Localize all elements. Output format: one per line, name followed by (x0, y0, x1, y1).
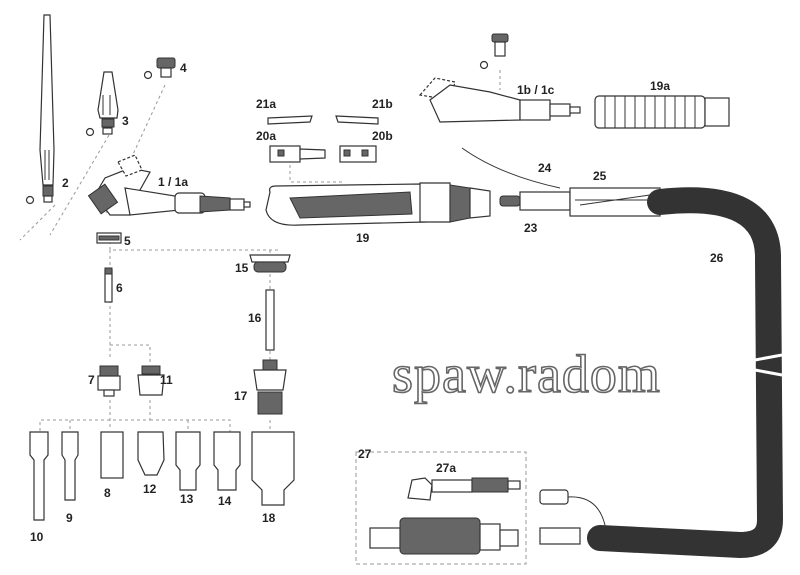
label-9: 9 (66, 511, 73, 525)
torch-hose (587, 187, 784, 559)
label-21a: 21a (256, 97, 276, 111)
valve-knob (143, 57, 176, 80)
nozzles (29, 431, 241, 521)
watermark: spaw.radom (392, 344, 661, 404)
label-19a: 19a (650, 79, 670, 93)
label-17: 17 (234, 389, 248, 403)
back-cap-short (85, 71, 119, 137)
collet-body-ring (96, 232, 122, 244)
label-8: 8 (104, 486, 111, 500)
label-16: 16 (248, 311, 262, 325)
label-12: 12 (143, 482, 157, 496)
label-20a: 20a (256, 129, 276, 143)
label-15: 15 (235, 261, 249, 275)
label-1b-1c: 1b / 1c (517, 83, 555, 97)
label-27: 27 (358, 447, 372, 461)
label-14: 14 (218, 494, 232, 508)
label-25: 25 (593, 169, 607, 183)
label-7: 7 (88, 373, 95, 387)
cable-connection (461, 147, 661, 217)
label-3: 3 (122, 114, 129, 128)
label-24: 24 (538, 161, 552, 175)
torch-head (87, 154, 251, 216)
label-20b: 20b (372, 129, 393, 143)
label-10: 10 (30, 530, 44, 544)
label-26: 26 (710, 251, 724, 265)
part-labels: 1 / 1a 1b / 1c 2 3 4 5 6 7 8 9 10 11 12 … (30, 61, 724, 544)
label-4: 4 (180, 61, 187, 75)
handle-inserts (267, 115, 379, 163)
label-2: 2 (62, 176, 69, 190)
label-1-1a: 1 / 1a (158, 175, 188, 189)
collet-body (97, 365, 121, 397)
label-27a: 27a (436, 461, 456, 475)
back-cap-long (25, 14, 55, 205)
label-11: 11 (160, 373, 173, 387)
label-5: 5 (124, 234, 131, 248)
corrugated-handle-sleeve (594, 95, 730, 129)
label-23: 23 (524, 221, 538, 235)
label-13: 13 (180, 492, 194, 506)
connector-kit (355, 451, 607, 565)
tungsten-electrode (104, 267, 113, 303)
valve-torch-head (418, 33, 581, 123)
label-18: 18 (262, 511, 276, 525)
gas-lens (137, 365, 165, 396)
label-6: 6 (116, 281, 123, 295)
label-19: 19 (356, 231, 370, 245)
torch-handle (265, 182, 491, 226)
label-21b: 21b (372, 97, 393, 111)
large-gas-lens-parts (249, 254, 295, 506)
